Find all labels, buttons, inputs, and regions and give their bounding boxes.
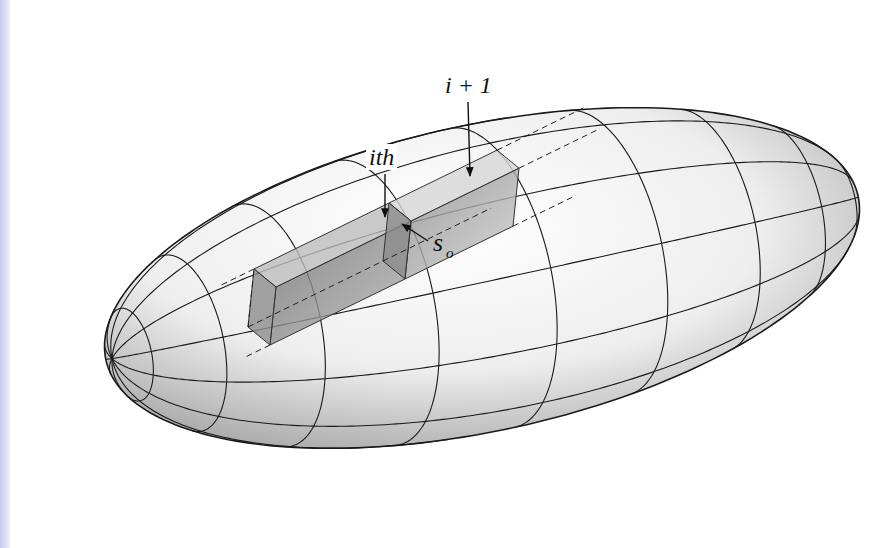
hidden-edge (513, 195, 576, 226)
grid-line (571, 110, 668, 371)
grid-line (112, 162, 853, 359)
page-edge (0, 0, 10, 548)
hidden-edge (497, 106, 587, 150)
grid-line (105, 344, 112, 359)
leader-arrow (402, 224, 428, 241)
grid-line (285, 426, 314, 447)
grid-line (110, 308, 153, 393)
hidden-edge (218, 269, 254, 287)
hidden-edge (248, 269, 254, 327)
grid-line (112, 359, 448, 448)
leader-arrow (468, 102, 470, 176)
cell-end-face (383, 203, 411, 279)
surface-subscript: o (446, 246, 454, 261)
grid-line (112, 121, 833, 359)
cell-top-face (254, 203, 411, 287)
grid-line (395, 421, 425, 445)
grid-line (112, 359, 129, 398)
hidden-edge (248, 208, 491, 327)
surface-grid (105, 109, 860, 448)
cell-label: ith (366, 144, 397, 170)
cell-end-face (248, 269, 276, 345)
leader-lines (385, 102, 470, 241)
grid-line (516, 403, 543, 427)
ellipsoid-outline (105, 108, 860, 449)
cell-label: i + 1 (442, 72, 495, 98)
grid-line (681, 109, 761, 331)
cell-top-face (389, 150, 519, 221)
grid-line (107, 309, 114, 358)
grid-line (734, 331, 749, 348)
surface-symbol: s (433, 230, 443, 256)
hidden-edge (243, 345, 270, 358)
volume-cells (218, 106, 600, 358)
grid-line (155, 255, 227, 416)
leader-arrow (384, 174, 385, 217)
grid-line (773, 126, 825, 286)
hidden-edge (519, 129, 600, 169)
